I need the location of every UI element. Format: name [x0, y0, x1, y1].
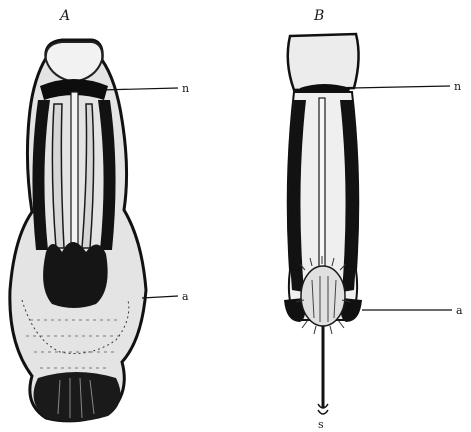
specimen-b-label-n: n [454, 80, 461, 93]
specimen-b-central-column [319, 98, 325, 268]
specimen-b-leader-n [352, 86, 450, 88]
specimen-a-lower-mass [43, 242, 108, 308]
specimen-b-label-s: s [318, 418, 324, 431]
specimen-a-inner-left [52, 104, 64, 248]
specimen-b-cap [288, 34, 359, 90]
specimen-b-ovary [301, 266, 345, 326]
specimen-b: B n a s [284, 8, 463, 431]
specimen-b-label-a: a [456, 304, 463, 317]
specimen-a-base [34, 372, 121, 422]
specimen-a: A n a [10, 8, 189, 422]
specimen-a-label-a: a [182, 290, 189, 303]
specimen-a-title: A [58, 8, 70, 24]
specimen-a-label-n: n [182, 82, 189, 95]
specimen-a-leader-a [142, 296, 178, 298]
specimen-b-title: B [313, 8, 324, 24]
